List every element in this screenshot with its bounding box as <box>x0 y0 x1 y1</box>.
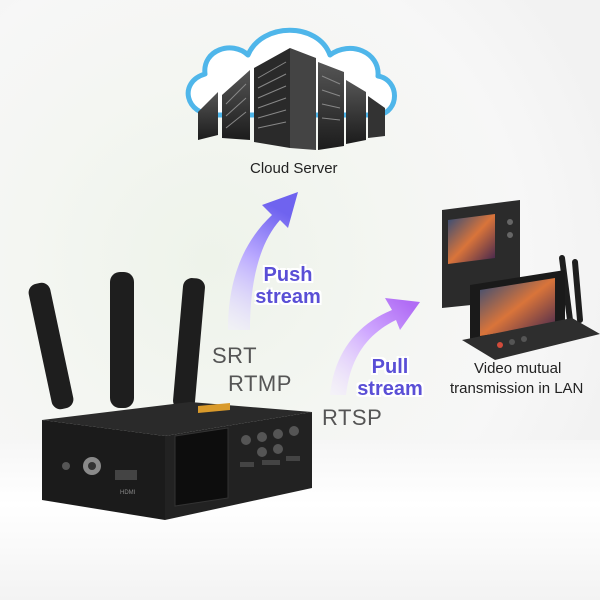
push-stream-line2: stream <box>255 286 321 308</box>
protocol-srt: SRT <box>212 343 258 368</box>
protocol-rtsp: RTSP <box>322 405 383 430</box>
monitor-device <box>442 200 600 360</box>
hdmi-port-label: HDMI <box>120 490 136 496</box>
lan-label-line2: transmission in LAN <box>450 380 584 397</box>
pull-stream-line2: stream <box>357 378 423 400</box>
push-stream-label: Push stream <box>248 264 328 308</box>
server-rack-icon <box>198 48 385 150</box>
lan-label-line1: Video mutual <box>474 360 562 377</box>
pull-stream-label: Pull stream <box>350 356 430 400</box>
protocol-rtmp: RTMP <box>228 371 292 396</box>
encoder-device <box>28 272 312 520</box>
push-stream-line1: Push <box>263 264 313 286</box>
cloud-server-label: Cloud Server <box>250 160 338 177</box>
pull-arrow <box>330 298 420 395</box>
push-arrow <box>228 192 298 330</box>
pull-stream-line1: Pull <box>371 356 409 378</box>
